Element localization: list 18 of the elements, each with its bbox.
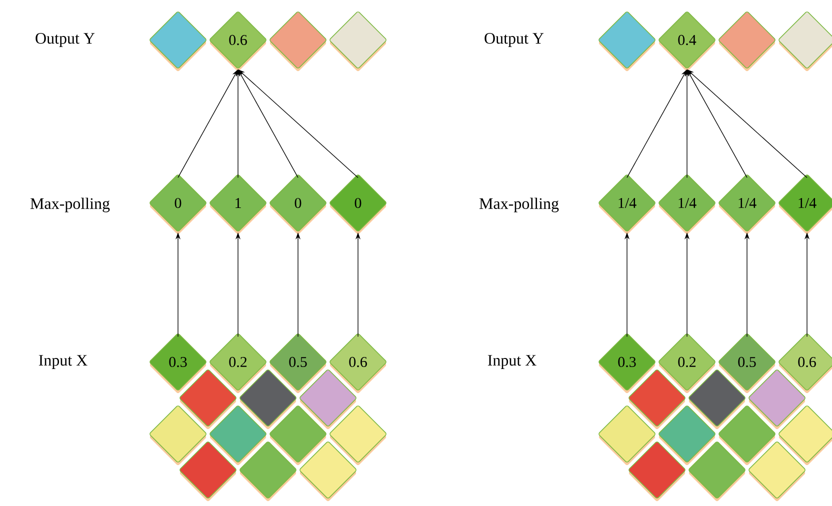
diamond-tile [270,12,326,72]
diamond-tile [718,12,776,72]
diamond-tile [628,442,686,502]
diamond-tile [330,12,386,72]
diamond-tile [180,442,236,502]
diamond-tile [300,442,356,502]
row-label: Output Y [36,33,95,47]
diamond-tile [598,12,656,72]
diamond-tile [240,442,296,502]
row-label: Max-polling [30,198,110,212]
diamond-tile [150,12,206,72]
row-label: Max-polling [479,198,559,212]
diamond-tile [688,442,746,502]
diamond-tile [748,442,806,502]
row-label: Input X [38,355,88,369]
row-label: Input X [488,355,536,369]
row-label: Output Y [484,33,544,47]
diamond-tile [778,12,832,72]
